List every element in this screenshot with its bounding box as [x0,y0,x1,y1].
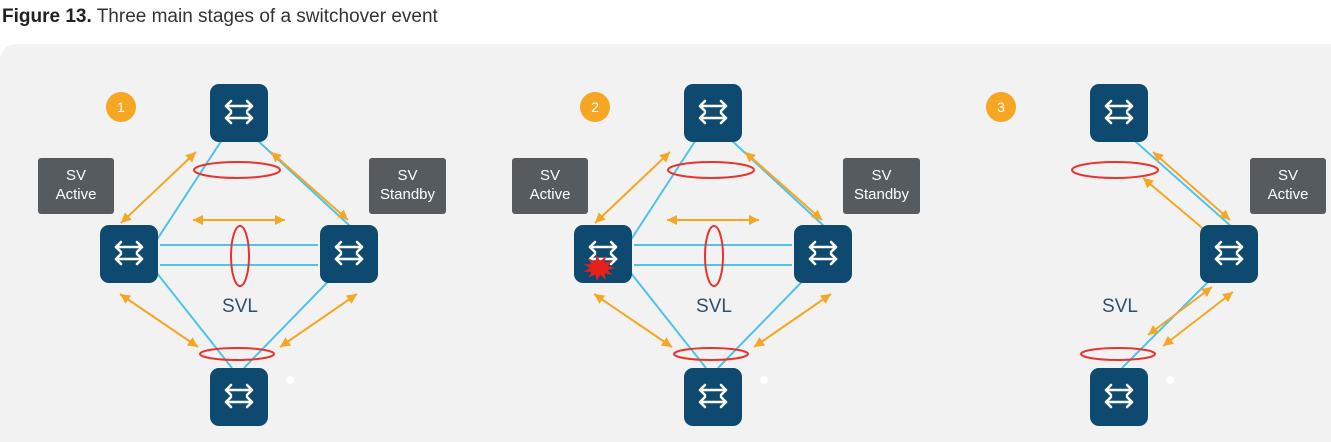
port-channel-ellipse-top [193,161,281,179]
port-channel-ellipse-top [1071,161,1159,179]
role-box-standby: SV Standby [369,158,446,214]
traffic-arrow [744,151,823,221]
node-dot [286,376,294,384]
switch-bottom [1090,368,1148,426]
switch-arrows-icon [1214,240,1244,266]
switch-right [794,225,852,283]
switch-arrows-icon [1104,99,1134,125]
switch-arrows-icon [698,99,728,125]
traffic-arrow [193,215,285,225]
downlink-left [618,257,707,369]
svl-label: SVL [222,296,258,317]
traffic-arrow [667,215,759,225]
stage-badge: 2 [580,92,610,122]
stage-number: 2 [591,99,599,115]
role-text: SV [1278,167,1298,184]
role-text: Active [530,186,571,203]
role-text: Active [56,186,97,203]
node-dot [1166,376,1174,384]
port-channel-ellipse-bottom [673,347,749,361]
stage-badge: 1 [106,92,136,122]
figure-caption: Figure 13. Three main stages of a switch… [2,6,438,28]
role-box-active: SV Active [512,158,588,214]
traffic-arrow [753,293,832,348]
switch-arrows-icon [808,240,838,266]
traffic-arrow [594,151,671,224]
switch-bottom [684,368,742,426]
uplink-right [241,125,352,228]
traffic-arrow [1162,291,1234,347]
role-text: Active [1268,186,1309,203]
switch-arrows-icon [698,383,728,409]
role-text: Standby [380,186,436,203]
uplink-right [1117,125,1233,228]
switch-arrows-icon [114,240,144,266]
role-text: SV [540,167,560,184]
role-text: SV [66,167,86,184]
switch-arrows-icon [334,240,364,266]
uplink-left [144,125,232,259]
svl-label: SVL [1102,296,1138,317]
traffic-arrow [119,293,199,348]
svl-ellipse [230,225,250,287]
role-text: SV [397,167,417,184]
switch-top [684,84,742,142]
uplink-right [715,125,826,228]
failure-burst-icon [583,255,616,281]
stage-badge: 3 [986,92,1016,122]
port-channel-ellipse-bottom [1080,347,1156,361]
traffic-arrow [1152,151,1231,221]
traffic-arrow [279,293,358,348]
role-box-active: SV Active [1250,158,1326,214]
stage-number: 3 [997,99,1005,115]
switch-right [1200,225,1258,283]
role-text: Standby [854,186,910,203]
port-channel-ellipse-bottom [199,347,275,361]
switch-top [1090,84,1148,142]
downlink-left [144,257,233,369]
port-channel-ellipse-top [667,161,755,179]
svl-label: SVL [696,296,732,317]
switch-arrows-icon [224,99,254,125]
svl-ellipse [704,225,724,287]
switch-bottom [210,368,268,426]
switch-left [100,225,158,283]
figure-label: Figure 13. [2,6,92,27]
switch-right [320,225,378,283]
figure-title: Three main stages of a switchover event [96,6,438,27]
traffic-arrow [1147,286,1213,336]
switch-arrows-icon [224,383,254,409]
switch-top [210,84,268,142]
uplink-left [618,125,706,259]
node-dot [760,376,768,384]
switch-arrows-icon [1104,383,1134,409]
traffic-arrow [593,293,673,348]
role-text: SV [871,167,891,184]
traffic-arrow [270,151,349,221]
traffic-arrow [120,151,197,224]
role-box-active: SV Active [38,158,114,214]
stage-number: 1 [117,99,125,115]
role-box-standby: SV Standby [843,158,920,214]
